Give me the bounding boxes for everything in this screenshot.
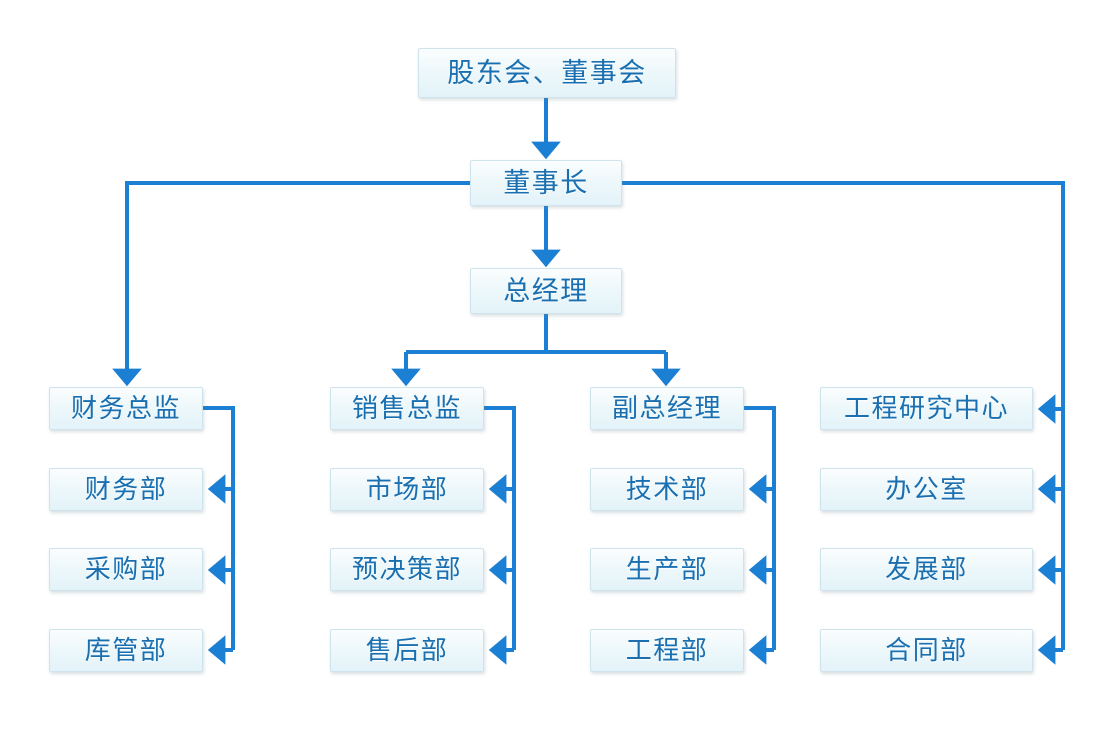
node-director-finance[interactable]: 财务总监 (49, 387, 203, 430)
edge-col3-spine (744, 406, 776, 650)
node-dept-marketing[interactable]: 市场部 (330, 468, 484, 511)
edge-col1-spine (203, 406, 235, 650)
node-dept-budget-decision[interactable]: 预决策部 (330, 548, 484, 591)
node-chairman[interactable]: 董事长 (470, 160, 622, 206)
node-dept-production[interactable]: 生产部 (590, 548, 744, 591)
node-dept-contract[interactable]: 合同部 (820, 629, 1033, 672)
node-dept-after-sales[interactable]: 售后部 (330, 629, 484, 672)
node-director-deputy-gm[interactable]: 副总经理 (590, 387, 744, 430)
node-general-manager[interactable]: 总经理 (470, 268, 622, 314)
edge-chairman-to-finance-director (112, 181, 470, 387)
node-director-engineering-research-center[interactable]: 工程研究中心 (820, 387, 1033, 430)
edge-chairman-to-erc (622, 181, 1065, 424)
node-dept-office[interactable]: 办公室 (820, 468, 1033, 511)
node-board[interactable]: 股东会、董事会 (418, 48, 676, 98)
node-dept-finance[interactable]: 财务部 (49, 468, 203, 511)
node-dept-engineering[interactable]: 工程部 (590, 629, 744, 672)
node-dept-warehouse[interactable]: 库管部 (49, 629, 203, 672)
node-dept-technology[interactable]: 技术部 (590, 468, 744, 511)
node-dept-purchasing[interactable]: 采购部 (49, 548, 203, 591)
node-dept-development[interactable]: 发展部 (820, 548, 1033, 591)
node-director-sales[interactable]: 销售总监 (330, 387, 484, 430)
edge-col2-spine (484, 406, 516, 650)
